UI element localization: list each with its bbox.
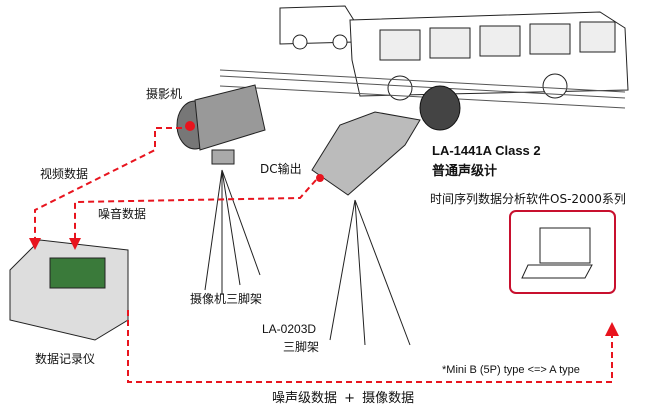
combined-data-label: 噪声级数据 + 摄像数据 xyxy=(272,391,415,406)
dc-output-label: DC输出 xyxy=(260,162,302,176)
camera-label: 摄影机 xyxy=(146,87,183,101)
camera-tripod-label: 摄像机三脚架 xyxy=(190,292,263,306)
software-label: 时间序列数据分析软件OS-2000系列 xyxy=(430,192,626,206)
usb-note: *Mini B (5P) type <=> A type xyxy=(442,364,580,376)
recorder-label: 数据记录仪 xyxy=(35,352,96,366)
data-recorder xyxy=(9,239,129,341)
sound-meter-name: 普通声级计 xyxy=(432,163,498,178)
tripod-name: 三脚架 xyxy=(283,340,320,354)
data-connections xyxy=(34,127,613,383)
laptop-icon xyxy=(521,227,593,279)
sound-level-meter xyxy=(311,85,461,346)
sound-meter-model: LA-1441A Class 2 xyxy=(432,143,541,158)
arrowheads xyxy=(29,238,619,336)
noise-data-label: 噪音数据 xyxy=(98,207,147,221)
video-camera xyxy=(176,84,266,295)
tripod-model: LA-0203D xyxy=(262,322,317,336)
bus-illustration xyxy=(279,5,629,101)
video-data-label: 视频数据 xyxy=(40,167,89,181)
